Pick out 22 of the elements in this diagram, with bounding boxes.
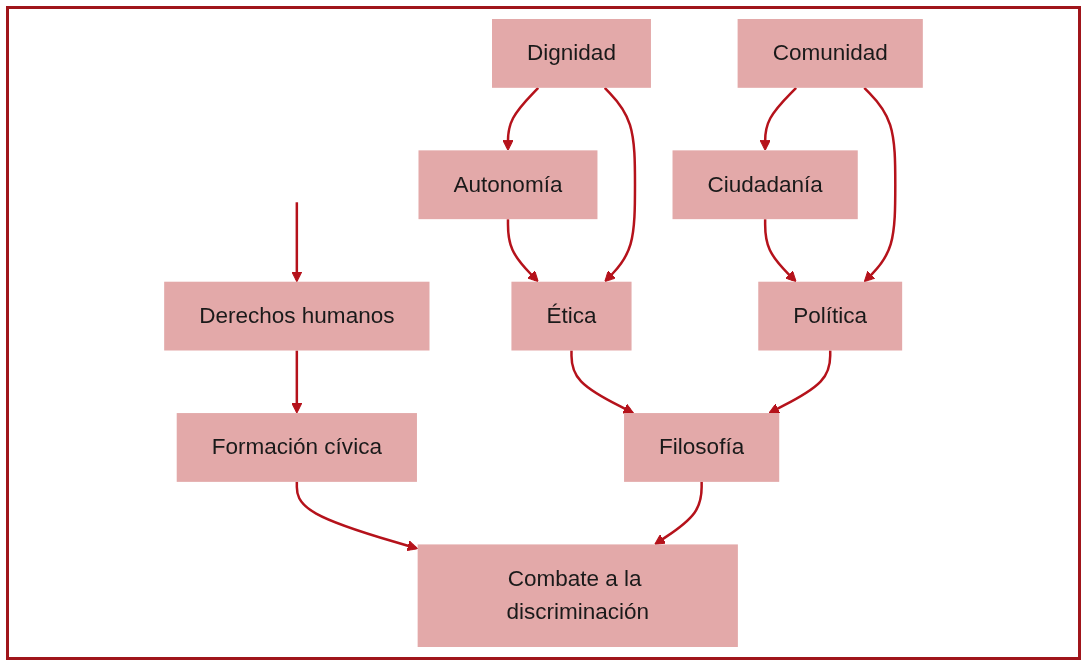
node-box: Política: [758, 281, 903, 351]
arrow: [759, 86, 797, 151]
arrow: [295, 481, 419, 552]
arrow: [763, 219, 797, 283]
arrow: [603, 86, 637, 283]
arrow: [506, 219, 539, 283]
node-box: Combate a la discriminación: [417, 544, 738, 647]
node-box: Comunidad: [737, 19, 923, 88]
arrow: [768, 350, 832, 414]
node-box: Ciudadanía: [672, 150, 858, 220]
arrow: [291, 350, 303, 414]
node-box: Filosofía: [624, 413, 780, 482]
arrow: [502, 86, 540, 151]
node-box: Formación cívica: [176, 413, 417, 482]
node-box: Autonomía: [418, 150, 598, 220]
arrow: [863, 86, 897, 283]
node-box: Dignidad: [492, 19, 651, 88]
arrow: [570, 350, 634, 414]
node-box: Derechos humanos: [164, 281, 430, 351]
node-box: Ética: [511, 281, 632, 351]
arrow: [291, 202, 303, 283]
arrow: [654, 481, 703, 545]
